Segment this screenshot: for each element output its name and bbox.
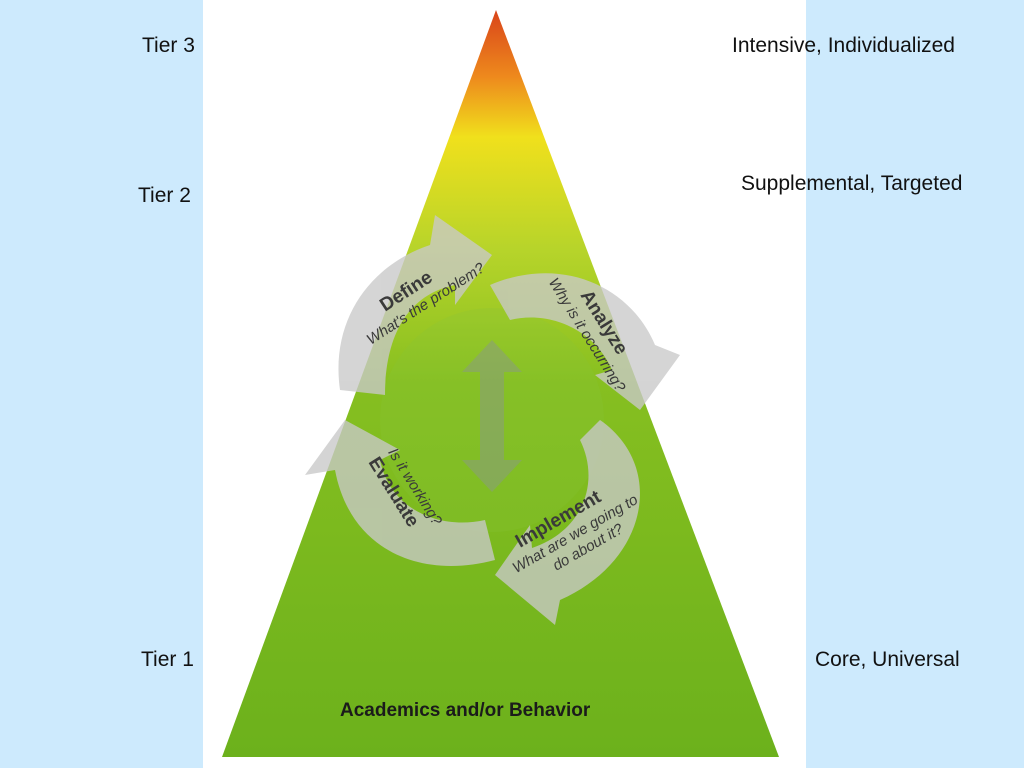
tier2-description: Supplemental, Targeted [741, 172, 963, 195]
tier1-label: Tier 1 [141, 648, 194, 671]
pyramid-base-label: Academics and/or Behavior [340, 700, 591, 721]
tier3-description: Intensive, Individualized [732, 34, 955, 57]
tier2-label: Tier 2 [138, 184, 191, 207]
implement-arrow [495, 420, 640, 625]
tier1-description: Core, Universal [815, 648, 960, 671]
evaluate-arrow [305, 420, 495, 566]
double-arrow [462, 340, 522, 492]
analyze-arrow [490, 273, 680, 410]
define-arrow [338, 215, 492, 395]
cycle-arrows [305, 215, 680, 625]
tier3-label: Tier 3 [142, 34, 195, 57]
cycle-center [380, 308, 604, 532]
